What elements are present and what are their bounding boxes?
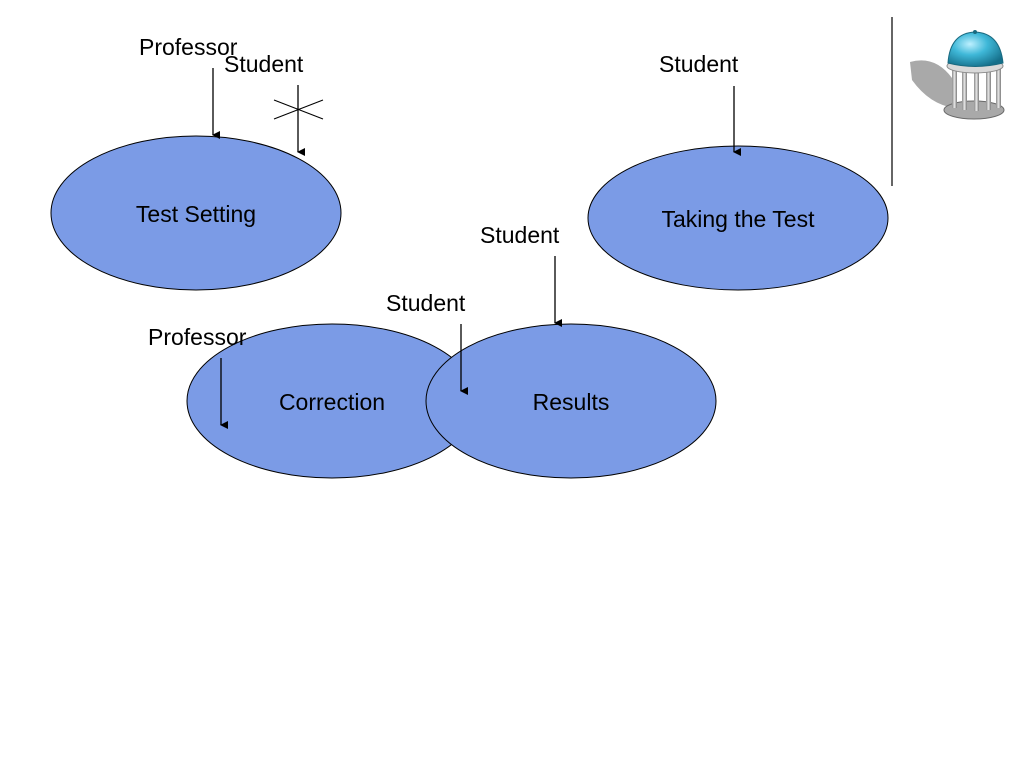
actor-student-taking-test: Student bbox=[659, 51, 739, 77]
results-ellipse bbox=[425, 323, 717, 479]
gazebo-icon bbox=[910, 30, 1005, 120]
actor-professor-correction: Professor bbox=[148, 324, 247, 350]
results-label: Results bbox=[533, 389, 610, 415]
test-setting-ellipse bbox=[50, 135, 342, 291]
test-setting-label: Test Setting bbox=[136, 201, 256, 227]
actor-professor-test-setting: Professor bbox=[139, 34, 238, 60]
asterisk-cross-icon bbox=[273, 99, 324, 120]
actor-student-results: Student bbox=[480, 222, 560, 248]
correction-label: Correction bbox=[279, 389, 385, 415]
taking-the-test-label: Taking the Test bbox=[661, 206, 815, 232]
taking-the-test-ellipse bbox=[587, 145, 889, 291]
actor-student-test-setting: Student bbox=[224, 51, 304, 77]
actor-student-correction: Student bbox=[386, 290, 466, 316]
